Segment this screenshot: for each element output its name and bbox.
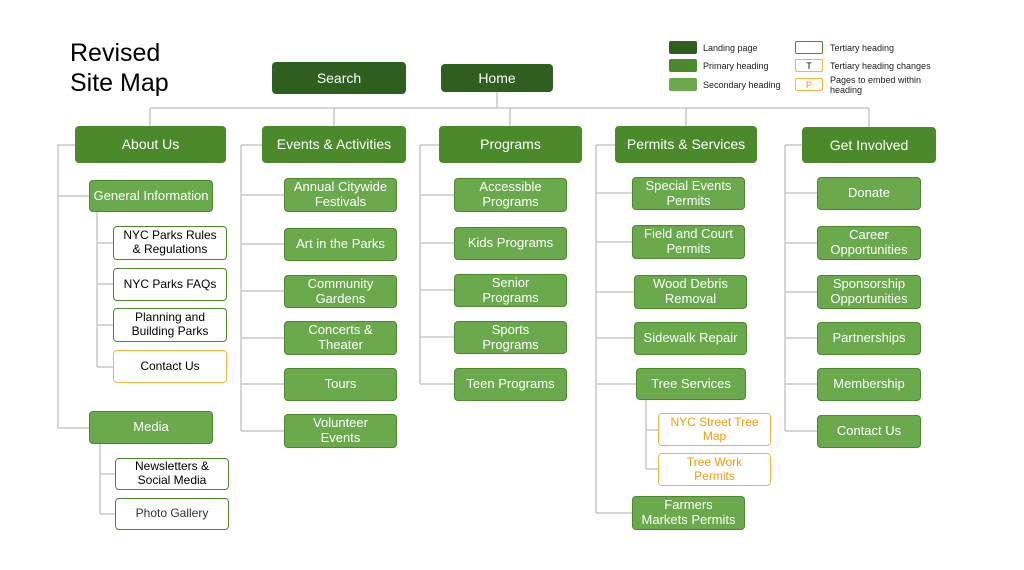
legend-label-tertiary: Tertiary heading: [830, 43, 895, 53]
sports-programs-node[interactable]: Sports Programs: [454, 321, 567, 354]
permits-services-heading[interactable]: Permits & Services: [615, 126, 757, 163]
sponsorship-opportunities-node[interactable]: Sponsorship Opportunities: [817, 275, 921, 309]
legend-label-embed: Pages to embed within heading: [830, 75, 922, 95]
faqs-node[interactable]: NYC Parks FAQs: [113, 268, 227, 301]
search-node[interactable]: Search: [272, 62, 406, 94]
tree-work-permits-node[interactable]: Tree Work Permits: [658, 453, 771, 486]
events-activities-heading[interactable]: Events & Activities: [262, 126, 406, 163]
partnerships-node[interactable]: Partnerships: [817, 322, 921, 355]
home-node[interactable]: Home: [441, 64, 553, 92]
get-involved-heading[interactable]: Get Involved: [802, 127, 936, 163]
wood-debris-node[interactable]: Wood Debris Removal: [634, 275, 747, 309]
rules-regulations-node[interactable]: NYC Parks Rules & Regulations: [113, 226, 227, 260]
photo-gallery-node[interactable]: Photo Gallery: [115, 498, 229, 530]
tree-services-node[interactable]: Tree Services: [636, 368, 746, 400]
citywide-festivals-node[interactable]: Annual Citywide Festivals: [284, 178, 397, 212]
senior-programs-node[interactable]: Senior Programs: [454, 274, 567, 307]
donate-node[interactable]: Donate: [817, 177, 921, 210]
legend-swatch-secondary: [669, 78, 697, 91]
legend-label-landing: Landing page: [703, 43, 758, 53]
sidewalk-repair-node[interactable]: Sidewalk Repair: [634, 322, 747, 355]
involved-contact-us-node[interactable]: Contact Us: [817, 415, 921, 448]
farmers-markets-node[interactable]: Farmers Markets Permits: [632, 496, 745, 530]
career-opportunities-node[interactable]: Career Opportunities: [817, 226, 921, 260]
general-information-node[interactable]: General Information: [89, 180, 213, 212]
art-in-parks-node[interactable]: Art in the Parks: [284, 228, 397, 261]
membership-node[interactable]: Membership: [817, 368, 921, 401]
accessible-programs-node[interactable]: Accessible Programs: [454, 178, 567, 212]
legend-label-tertiary-changes: Tertiary heading changes: [830, 61, 931, 71]
legend-swatch-tertiary-changes: T: [795, 59, 823, 72]
field-court-permits-node[interactable]: Field and Court Permits: [632, 225, 745, 259]
teen-programs-node[interactable]: Teen Programs: [454, 368, 567, 401]
legend-swatch-embed: P: [795, 78, 823, 91]
media-node[interactable]: Media: [89, 411, 213, 444]
about-contact-us-node[interactable]: Contact Us: [113, 350, 227, 383]
page-title: Revised Site Map: [70, 39, 169, 97]
newsletters-social-node[interactable]: Newsletters & Social Media: [115, 458, 229, 490]
community-gardens-node[interactable]: Community Gardens: [284, 275, 397, 308]
legend-swatch-landing: [669, 41, 697, 54]
kids-programs-node[interactable]: Kids Programs: [454, 227, 567, 260]
legend-label-secondary: Secondary heading: [703, 80, 781, 90]
legend-swatch-tertiary: [795, 41, 823, 54]
special-events-permits-node[interactable]: Special Events Permits: [632, 177, 745, 210]
legend-swatch-primary: [669, 59, 697, 72]
volunteer-events-node[interactable]: Volunteer Events: [284, 414, 397, 448]
street-tree-map-node[interactable]: NYC Street Tree Map: [658, 413, 771, 446]
concerts-theater-node[interactable]: Concerts & Theater: [284, 321, 397, 355]
programs-heading[interactable]: Programs: [439, 126, 582, 163]
about-us-heading[interactable]: About Us: [75, 126, 226, 163]
legend-label-primary: Primary heading: [703, 61, 769, 71]
tours-node[interactable]: Tours: [284, 368, 397, 401]
planning-building-node[interactable]: Planning and Building Parks: [113, 308, 227, 342]
